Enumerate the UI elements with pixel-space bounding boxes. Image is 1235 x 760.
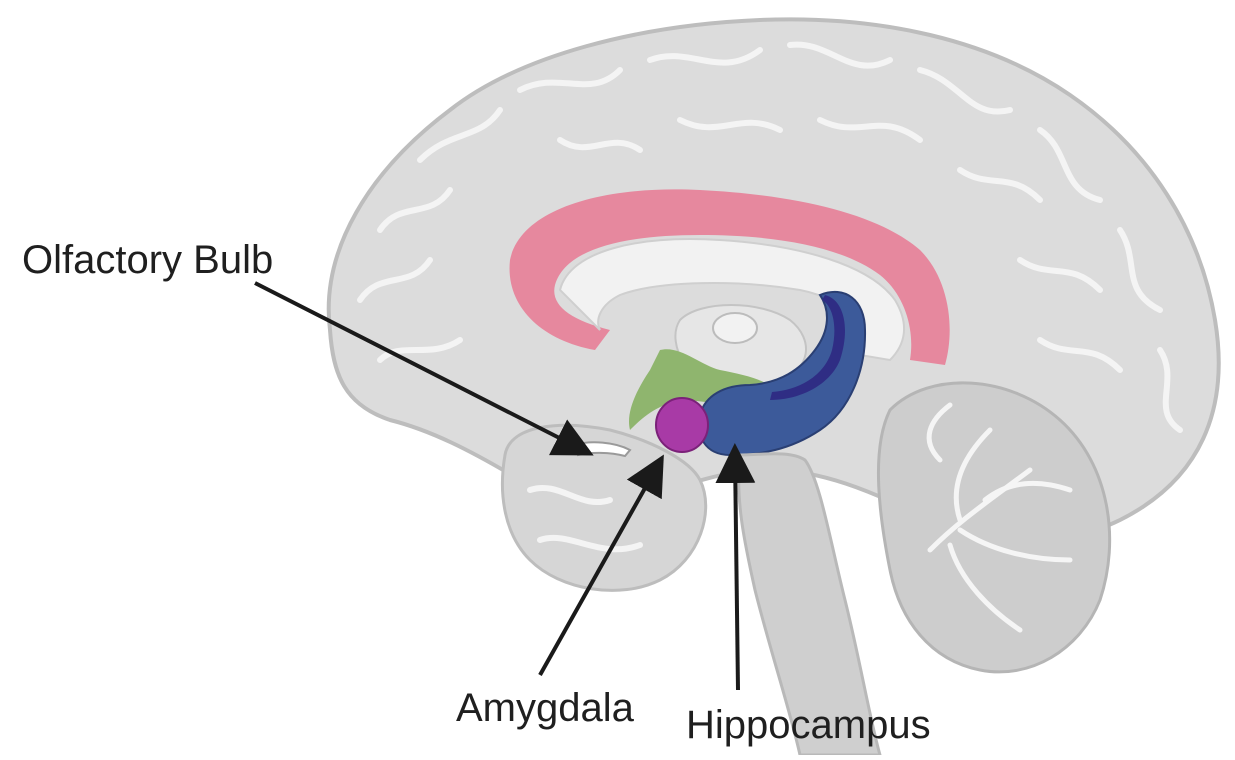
hippocampus-label: Hippocampus — [686, 705, 931, 745]
amygdala-label: Amygdala — [456, 688, 634, 728]
amygdala — [656, 398, 708, 452]
olfactory-bulb-label: Olfactory Bulb — [22, 240, 273, 280]
interthalamic-adhesion — [713, 313, 757, 343]
